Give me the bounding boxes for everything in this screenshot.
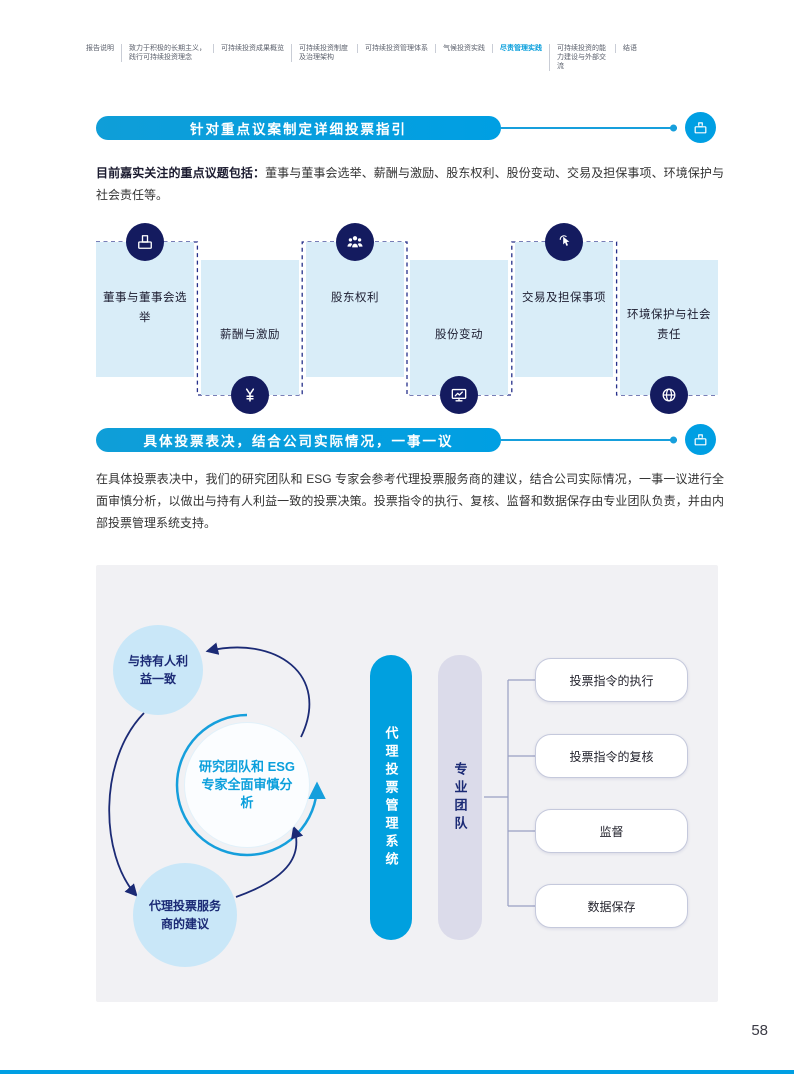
- circle-research-analysis: 研究团队和 ESG 专家全面审慎分析: [184, 722, 310, 848]
- circle-label: 代理投票服务商的建议: [148, 899, 221, 931]
- connector-dot: [670, 124, 677, 131]
- bar-professional-team: 专业团队: [438, 655, 482, 940]
- section1-banner-row: 针对重点议案制定详细投票指引: [96, 112, 722, 143]
- ballot-icon: [126, 223, 164, 261]
- page-number: 58: [751, 1022, 768, 1039]
- topic-label: 董事与董事会选举: [103, 292, 187, 324]
- topic-label: 交易及担保事项: [522, 292, 606, 304]
- dashed-flow-line: [96, 241, 718, 396]
- topic-compensation: 薪酬与激励: [201, 260, 299, 395]
- topic-board-election: 董事与董事会选举: [96, 242, 194, 377]
- nav-item-climate-practice[interactable]: 气候投资实践: [435, 44, 492, 53]
- circle-proxy-advice: 代理投票服务商的建议: [133, 863, 237, 967]
- ballot-box-icon: [685, 112, 716, 143]
- voting-process-diagram: 与持有人利益一致 研究团队和 ESG 专家全面审慎分析 代理投票服务商的建议 代…: [96, 565, 718, 1002]
- topic-label: 股东权利: [331, 292, 379, 304]
- shareholders-icon: [336, 223, 374, 261]
- topic-transactions: 交易及担保事项: [515, 242, 613, 377]
- section2-banner-title: 具体投票表决，结合公司实际情况，一事一议: [96, 427, 501, 452]
- topic-label: 薪酬与激励: [220, 329, 280, 341]
- transaction-guarantee-icon: [545, 223, 583, 261]
- bar-proxy-voting-system: 代理投票管理系统: [370, 655, 412, 940]
- output-instruction-execution: 投票指令的执行: [535, 658, 688, 702]
- circle-label: 研究团队和 ESG 专家全面审慎分析: [198, 759, 296, 810]
- connector-dot: [670, 436, 677, 443]
- intro-lead: 目前嘉实关注的重点议题包括：: [96, 166, 266, 180]
- output-instruction-review: 投票指令的复核: [535, 734, 688, 778]
- topic-label: 股份变动: [435, 329, 483, 341]
- section1-banner-title: 针对重点议案制定详细投票指引: [96, 115, 501, 140]
- nav-item-governance[interactable]: 可持续投资制度及治理架构: [291, 44, 357, 62]
- environment-csr-icon: [650, 376, 688, 414]
- topic-label: 环境保护与社会责任: [627, 309, 711, 341]
- nav-item-conclusion[interactable]: 结语: [615, 44, 644, 53]
- output-data-retention: 数据保存: [535, 884, 688, 928]
- compensation-icon: [231, 376, 269, 414]
- nav-item-results-overview[interactable]: 可持续投资成果概览: [213, 44, 291, 53]
- topic-environment-csr: 环境保护与社会责任: [620, 260, 718, 395]
- section2-paragraph: 在具体投票表决中，我们的研究团队和 ESG 专家会参考代理投票服务商的建议，结合…: [96, 472, 724, 530]
- output-supervision: 监督: [535, 809, 688, 853]
- circle-label: 与持有人利益一致: [127, 654, 188, 686]
- nav-item-long-termism[interactable]: 致力于积极的长期主义，践行可持续投资理念: [121, 44, 213, 62]
- key-topics-diagram: 董事与董事会选举 薪酬与激励 股东权利 股份变动 交易及担保事项 环境保护与社会…: [96, 222, 718, 417]
- banner-connector-line: [501, 124, 677, 131]
- circle-holder-interests: 与持有人利益一致: [113, 625, 203, 715]
- section2-banner-row: 具体投票表决，结合公司实际情况，一事一议: [96, 424, 722, 455]
- banner-connector-line: [501, 436, 677, 443]
- share-change-icon: [440, 376, 478, 414]
- nav-item-report-notes[interactable]: 报告说明: [86, 45, 114, 52]
- intro-body: 董事与董事会选举、薪酬与激励、股东权利、股份变动、交易及担保事项、环境保护与社会…: [96, 166, 724, 202]
- topic-share-changes: 股份变动: [410, 260, 508, 395]
- ballot-box-icon: [685, 424, 716, 455]
- nav-item-stewardship-practice[interactable]: 尽责管理实践: [492, 44, 549, 53]
- top-nav: 报告说明 致力于积极的长期主义，践行可持续投资理念 可持续投资成果概览 可持续投…: [86, 44, 734, 71]
- topic-shareholder-rights: 股东权利: [306, 242, 404, 377]
- nav-item-capacity-building[interactable]: 可持续投资的能力建设与外部交流: [549, 44, 615, 71]
- section1-intro: 目前嘉实关注的重点议题包括：董事与董事会选举、薪酬与激励、股东权利、股份变动、交…: [96, 162, 724, 206]
- nav-item-management-system[interactable]: 可持续投资管理体系: [357, 44, 435, 53]
- footer-accent-bar: [0, 1070, 794, 1074]
